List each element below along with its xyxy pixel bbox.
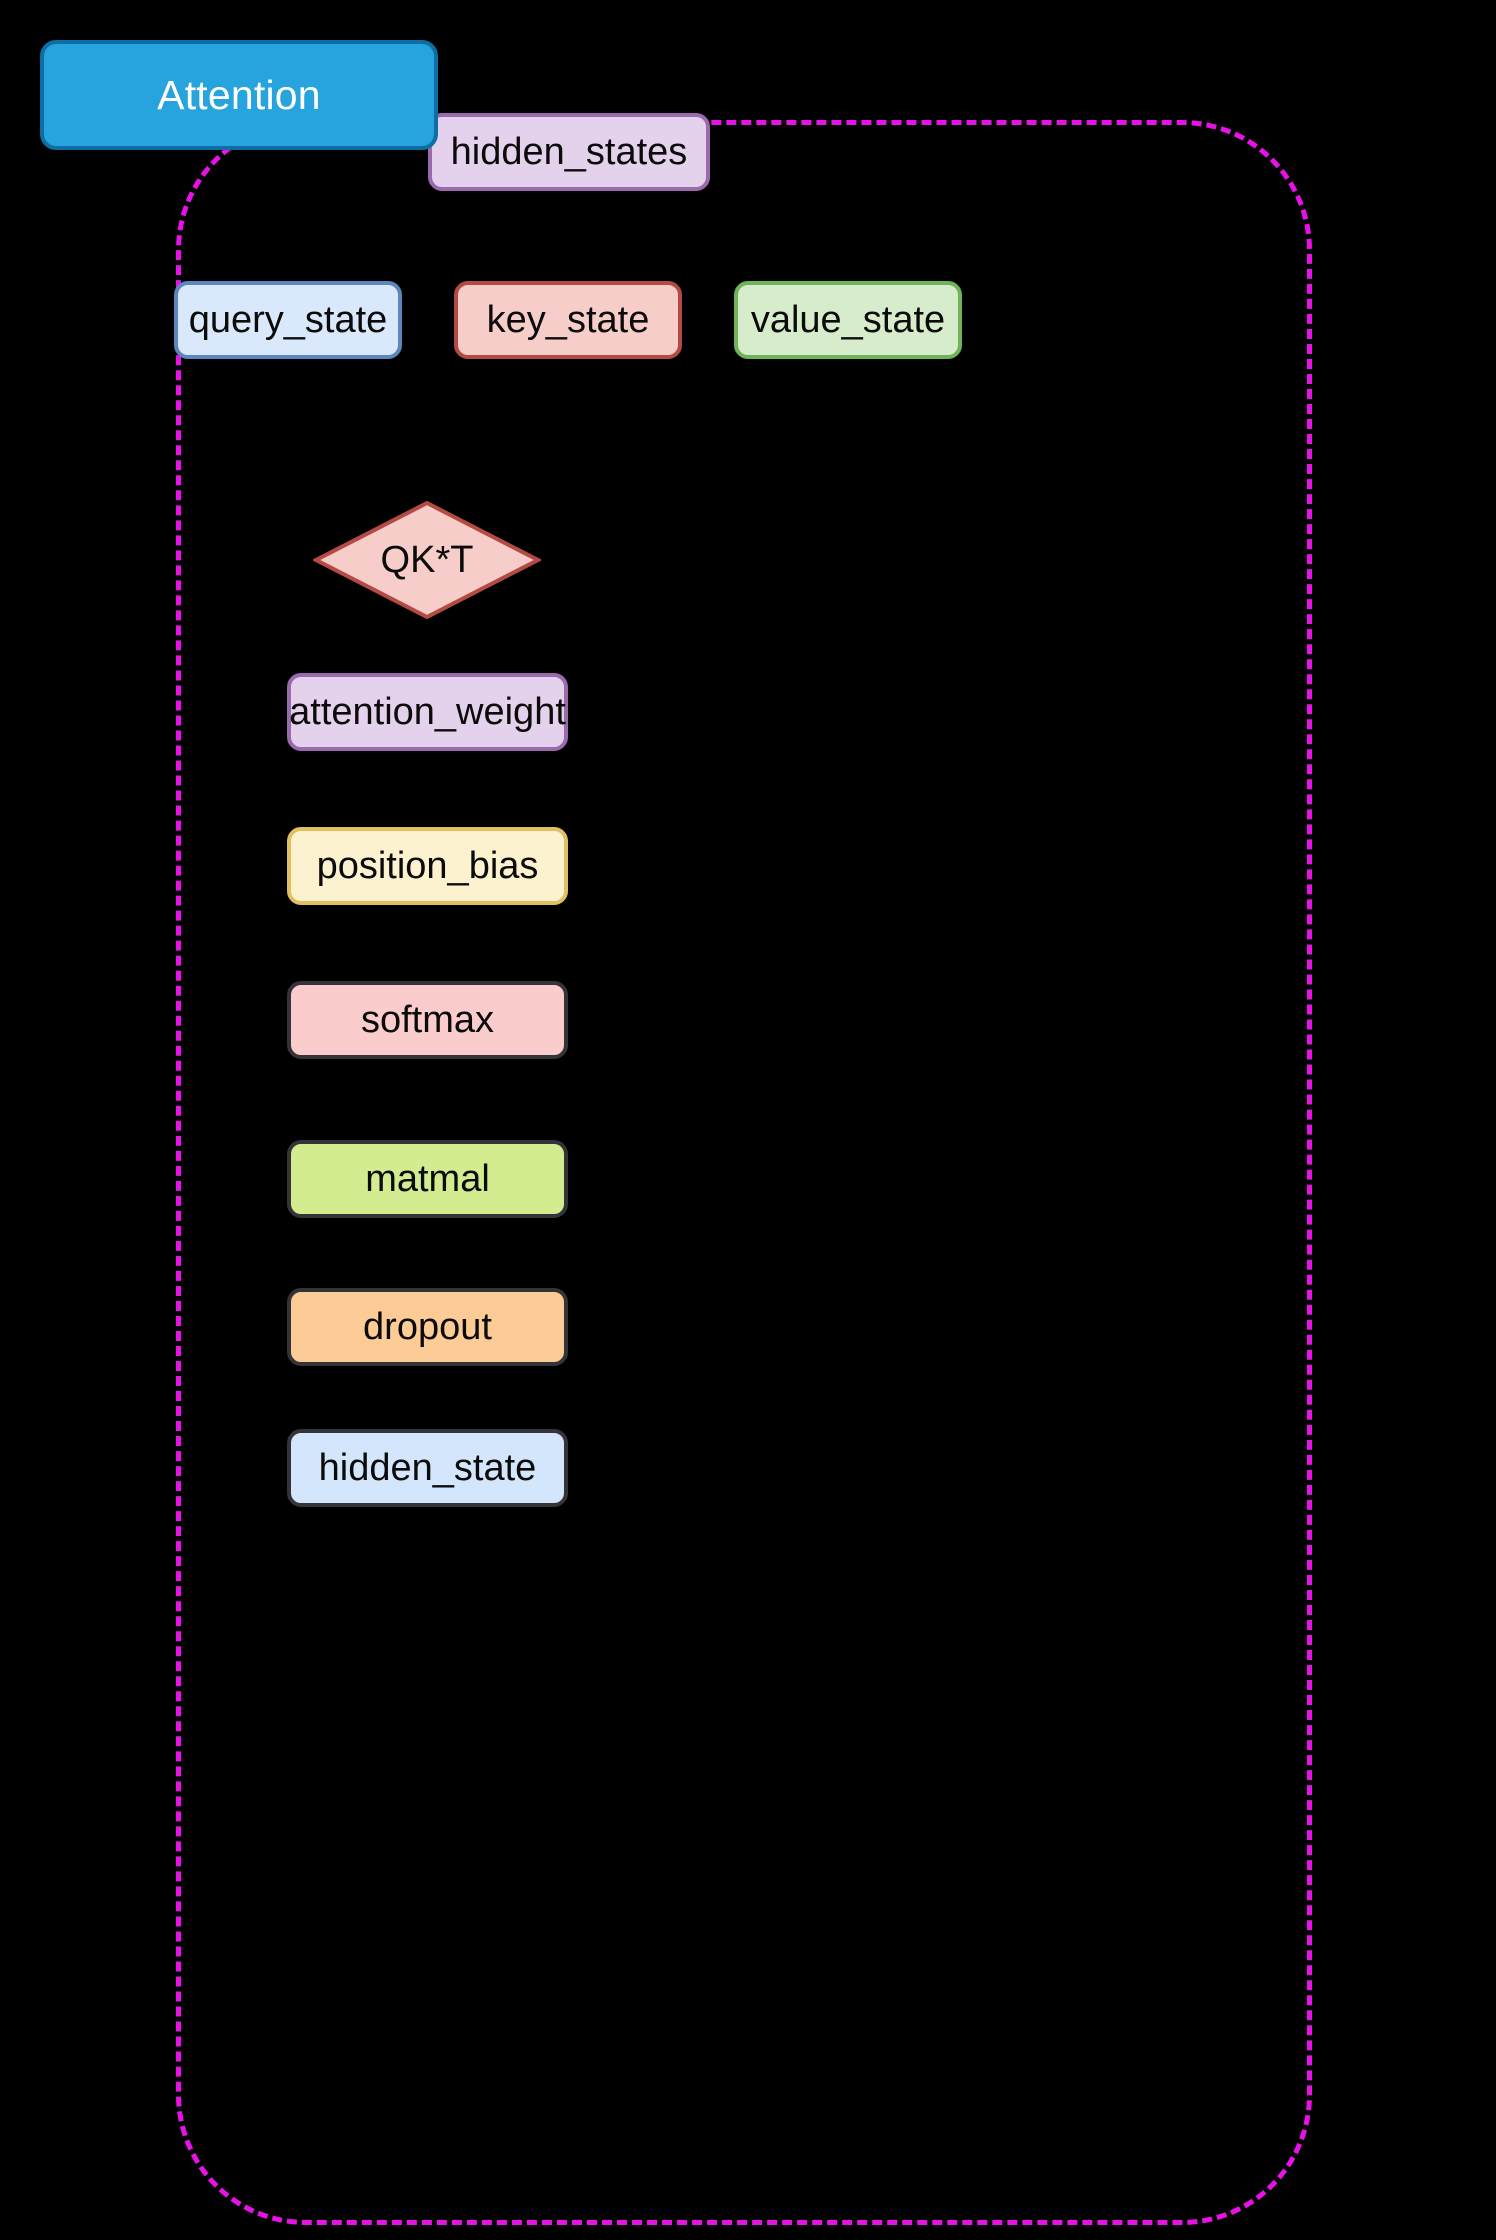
node-hidden-state[interactable]: hidden_state <box>287 1429 568 1507</box>
node-label: position_bias <box>316 845 539 887</box>
node-softmax[interactable]: softmax <box>287 981 568 1059</box>
node-label: matmal <box>365 1158 490 1200</box>
node-matmal[interactable]: matmal <box>287 1140 568 1218</box>
node-value-state[interactable]: value_state <box>734 281 962 359</box>
subgraph-title-attention[interactable]: Attention <box>40 40 438 150</box>
node-key-state[interactable]: key_state <box>454 281 682 359</box>
node-attention-weight[interactable]: attention_weight <box>287 673 568 751</box>
node-qkt-diamond[interactable]: QK*T <box>313 500 541 620</box>
node-hidden-states[interactable]: hidden_states <box>428 113 710 191</box>
node-label: query_state <box>188 299 388 341</box>
node-label: softmax <box>360 999 495 1041</box>
node-label: key_state <box>486 299 650 341</box>
diamond-shape <box>313 500 541 620</box>
node-dropout[interactable]: dropout <box>287 1288 568 1366</box>
node-position-bias[interactable]: position_bias <box>287 827 568 905</box>
node-label: dropout <box>363 1306 492 1348</box>
node-query-state[interactable]: query_state <box>174 281 402 359</box>
node-label: hidden_state <box>318 1447 537 1489</box>
attention-subgraph-container <box>176 120 1312 2225</box>
node-label: hidden_states <box>450 131 688 173</box>
node-label: attention_weight <box>289 691 566 733</box>
node-label: value_state <box>750 299 946 341</box>
